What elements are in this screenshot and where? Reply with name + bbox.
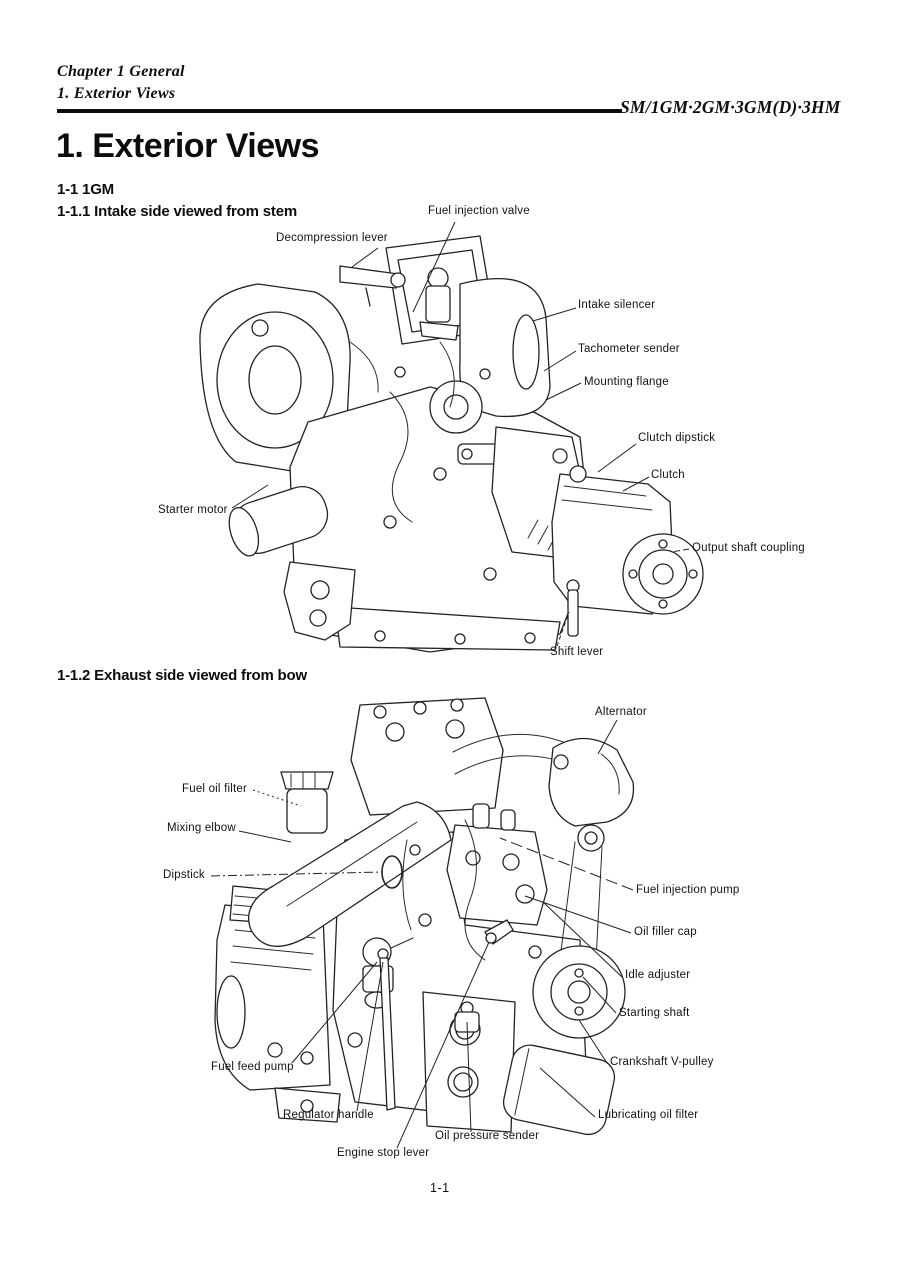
label-fuel-injection-pump: Fuel injection pump xyxy=(636,884,740,896)
chapter-line: Chapter 1 General xyxy=(57,63,185,80)
engine-line-art-1 xyxy=(199,222,704,653)
label-clutch-dipstick: Clutch dipstick xyxy=(638,432,716,444)
header-rule xyxy=(57,109,622,113)
label-shift-lever: Shift lever xyxy=(550,646,604,658)
engine-line-art-2 xyxy=(210,697,635,1149)
label-starter-motor: Starter motor xyxy=(158,504,228,516)
label-crankshaft-v-pulley: Crankshaft V-pulley xyxy=(610,1056,714,1068)
label-output-shaft-coupling: Output shaft coupling xyxy=(692,542,805,554)
engine-diagram-intake-side xyxy=(140,222,880,667)
engine-diagram-exhaust-side xyxy=(155,690,895,1170)
engine-1-body xyxy=(199,235,704,653)
label-fuel-oil-filter: Fuel oil filter xyxy=(182,783,247,795)
leader-lines-1 xyxy=(231,222,690,647)
heading-1-1: 1-1 1GM xyxy=(57,181,114,198)
label-fuel-injection-valve: Fuel injection valve xyxy=(428,205,530,217)
label-idle-adjuster: Idle adjuster xyxy=(625,969,691,981)
label-mounting-flange: Mounting flange xyxy=(584,376,669,388)
label-regulator-handle: Regulator handle xyxy=(283,1109,374,1121)
label-oil-pressure-sender: Oil pressure sender xyxy=(435,1130,540,1142)
engine-2-body xyxy=(214,697,635,1136)
label-engine-stop-lever: Engine stop lever xyxy=(337,1147,430,1159)
label-oil-filler-cap: Oil filler cap xyxy=(634,926,697,938)
section-line: 1. Exterior Views xyxy=(57,85,176,102)
heading-1-1-1: 1-1.1 Intake side viewed from stem xyxy=(57,203,297,220)
label-starting-shaft: Starting shaft xyxy=(619,1007,690,1019)
model-code: SM/1GM·2GM·3GM(D)·3HM xyxy=(620,97,841,117)
page-title: 1. Exterior Views xyxy=(56,127,320,165)
label-intake-silencer: Intake silencer xyxy=(578,299,656,311)
label-tachometer-sender: Tachometer sender xyxy=(578,343,680,355)
label-alternator: Alternator xyxy=(595,706,647,718)
page-number: 1-1 xyxy=(430,1181,450,1195)
running-header: Chapter 1 General 1. Exterior Views xyxy=(57,61,185,105)
label-mixing-elbow: Mixing elbow xyxy=(167,822,236,834)
label-decompression-lever: Decompression lever xyxy=(276,232,388,244)
heading-1-1-2: 1-1.2 Exhaust side viewed from bow xyxy=(57,667,307,684)
label-lubricating-oil-filter: Lubricating oil filter xyxy=(598,1109,699,1121)
leader-lines-2 xyxy=(210,719,634,1149)
label-clutch: Clutch xyxy=(651,469,685,481)
label-dipstick: Dipstick xyxy=(163,869,205,881)
label-fuel-feed-pump: Fuel feed pump xyxy=(211,1061,294,1073)
